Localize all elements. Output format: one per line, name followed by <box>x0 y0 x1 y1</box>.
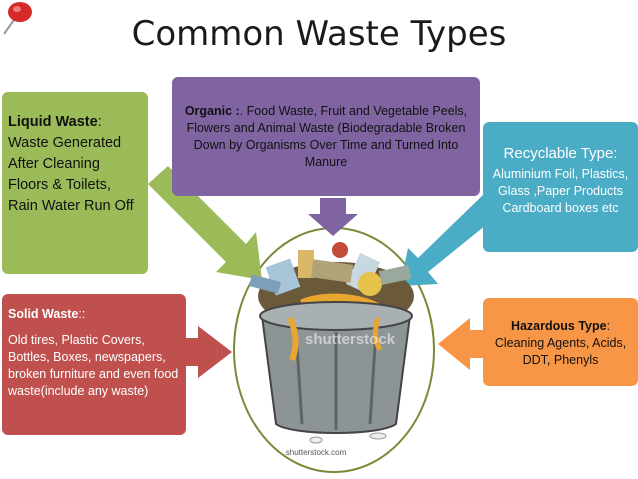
solid-waste-heading-suffix: :: <box>78 307 85 321</box>
hazardous-waste-box: Hazardous Type: Cleaning Agents, Acids, … <box>483 298 638 386</box>
solid-waste-box: Solid Waste:: Old tires, Plastic Covers,… <box>2 294 186 435</box>
recyclable-waste-box: Recyclable Type: Aluminium Foil, Plastic… <box>483 122 638 252</box>
recyclable-waste-heading: Recyclable Type: <box>487 144 634 164</box>
recyclable-waste-body: Aluminium Foil, Plastics, Glass ,Paper P… <box>487 166 634 217</box>
solid-waste-heading: Solid Waste <box>8 307 78 321</box>
arrow-hazardous <box>438 318 484 370</box>
organic-waste-heading: Organic : <box>185 104 240 118</box>
solid-waste-body: Old tires, Plastic Covers, Bottles, Boxe… <box>8 332 180 400</box>
liquid-waste-box: Liquid Waste: Waste Generated After Clea… <box>2 92 148 274</box>
hazardous-waste-heading-suffix: : <box>607 319 610 333</box>
hazardous-waste-body: Cleaning Agents, Acids, DDT, Phenyls <box>487 335 634 369</box>
watermark-footer: shutterstock.com <box>286 448 347 457</box>
trash-can <box>260 302 412 443</box>
watermark-text: shutterstock <box>305 331 396 348</box>
arrow-solid <box>186 326 232 378</box>
organic-waste-box: Organic :. Food Waste, Fruit and Vegetab… <box>172 77 480 196</box>
hazardous-waste-heading: Hazardous Type <box>511 319 607 333</box>
liquid-waste-heading: Liquid Waste <box>8 114 98 130</box>
